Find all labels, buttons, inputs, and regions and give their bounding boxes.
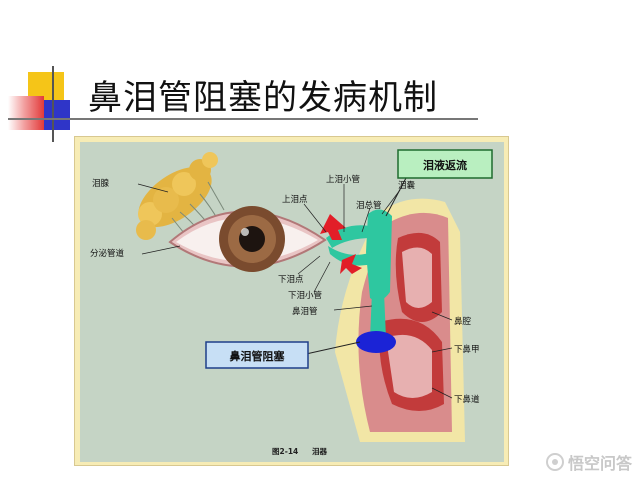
title-underline <box>8 118 478 120</box>
leader-lines <box>137 183 453 399</box>
label-common-canaliculus: 泪总管 <box>356 200 382 211</box>
obstruction-callout: 鼻泪管阻塞 <box>205 341 361 369</box>
reflux-callout: 泪液返流 <box>385 149 493 217</box>
label-upper-punctum: 上泪点 <box>282 194 308 205</box>
obstruction-label: 鼻泪管阻塞 <box>230 349 286 363</box>
watermark: 悟空问答 <box>545 450 632 474</box>
accent-blue-square <box>44 100 70 130</box>
lacrimal-gland-shape <box>136 152 218 240</box>
lacrimal-drainage <box>326 209 392 338</box>
label-lacrimal-gland: 泪腺 <box>92 178 110 189</box>
label-lower-punctum: 下泪点 <box>278 274 304 285</box>
accent-vertical-line <box>52 66 54 142</box>
watermark-logo-icon <box>545 453 564 471</box>
label-nasolacrimal-duct: 鼻泪管 <box>292 306 318 317</box>
figure-number: 图2-14 <box>272 447 298 456</box>
figure-title: 泪器 <box>312 446 327 456</box>
lacrimal-diagram: 泪液返流 鼻泪管阻塞 泪腺 分泌管道 上泪点 上泪小管 泪总管 泪囊 下泪点 下… <box>80 142 504 462</box>
reflux-arrows <box>320 214 362 274</box>
label-inferior-turbinate: 下鼻甲 <box>454 344 480 355</box>
eye <box>168 206 327 272</box>
obstruction-shape <box>356 331 396 353</box>
label-lower-canaliculus: 下泪小管 <box>288 290 322 301</box>
label-secretory-duct: 分泌管道 <box>90 248 125 259</box>
label-nasal-cavity: 鼻腔 <box>454 316 472 327</box>
reflux-label: 泪液返流 <box>423 158 467 172</box>
slide-title: 鼻泪管阻塞的发病机制 <box>88 78 438 118</box>
label-upper-canaliculus: 上泪小管 <box>326 174 360 185</box>
label-inferior-meatus: 下鼻道 <box>454 394 480 405</box>
accent-red-square <box>8 96 44 130</box>
watermark-text: 悟空问答 <box>567 454 632 473</box>
label-lacrimal-sac: 泪囊 <box>398 180 416 191</box>
